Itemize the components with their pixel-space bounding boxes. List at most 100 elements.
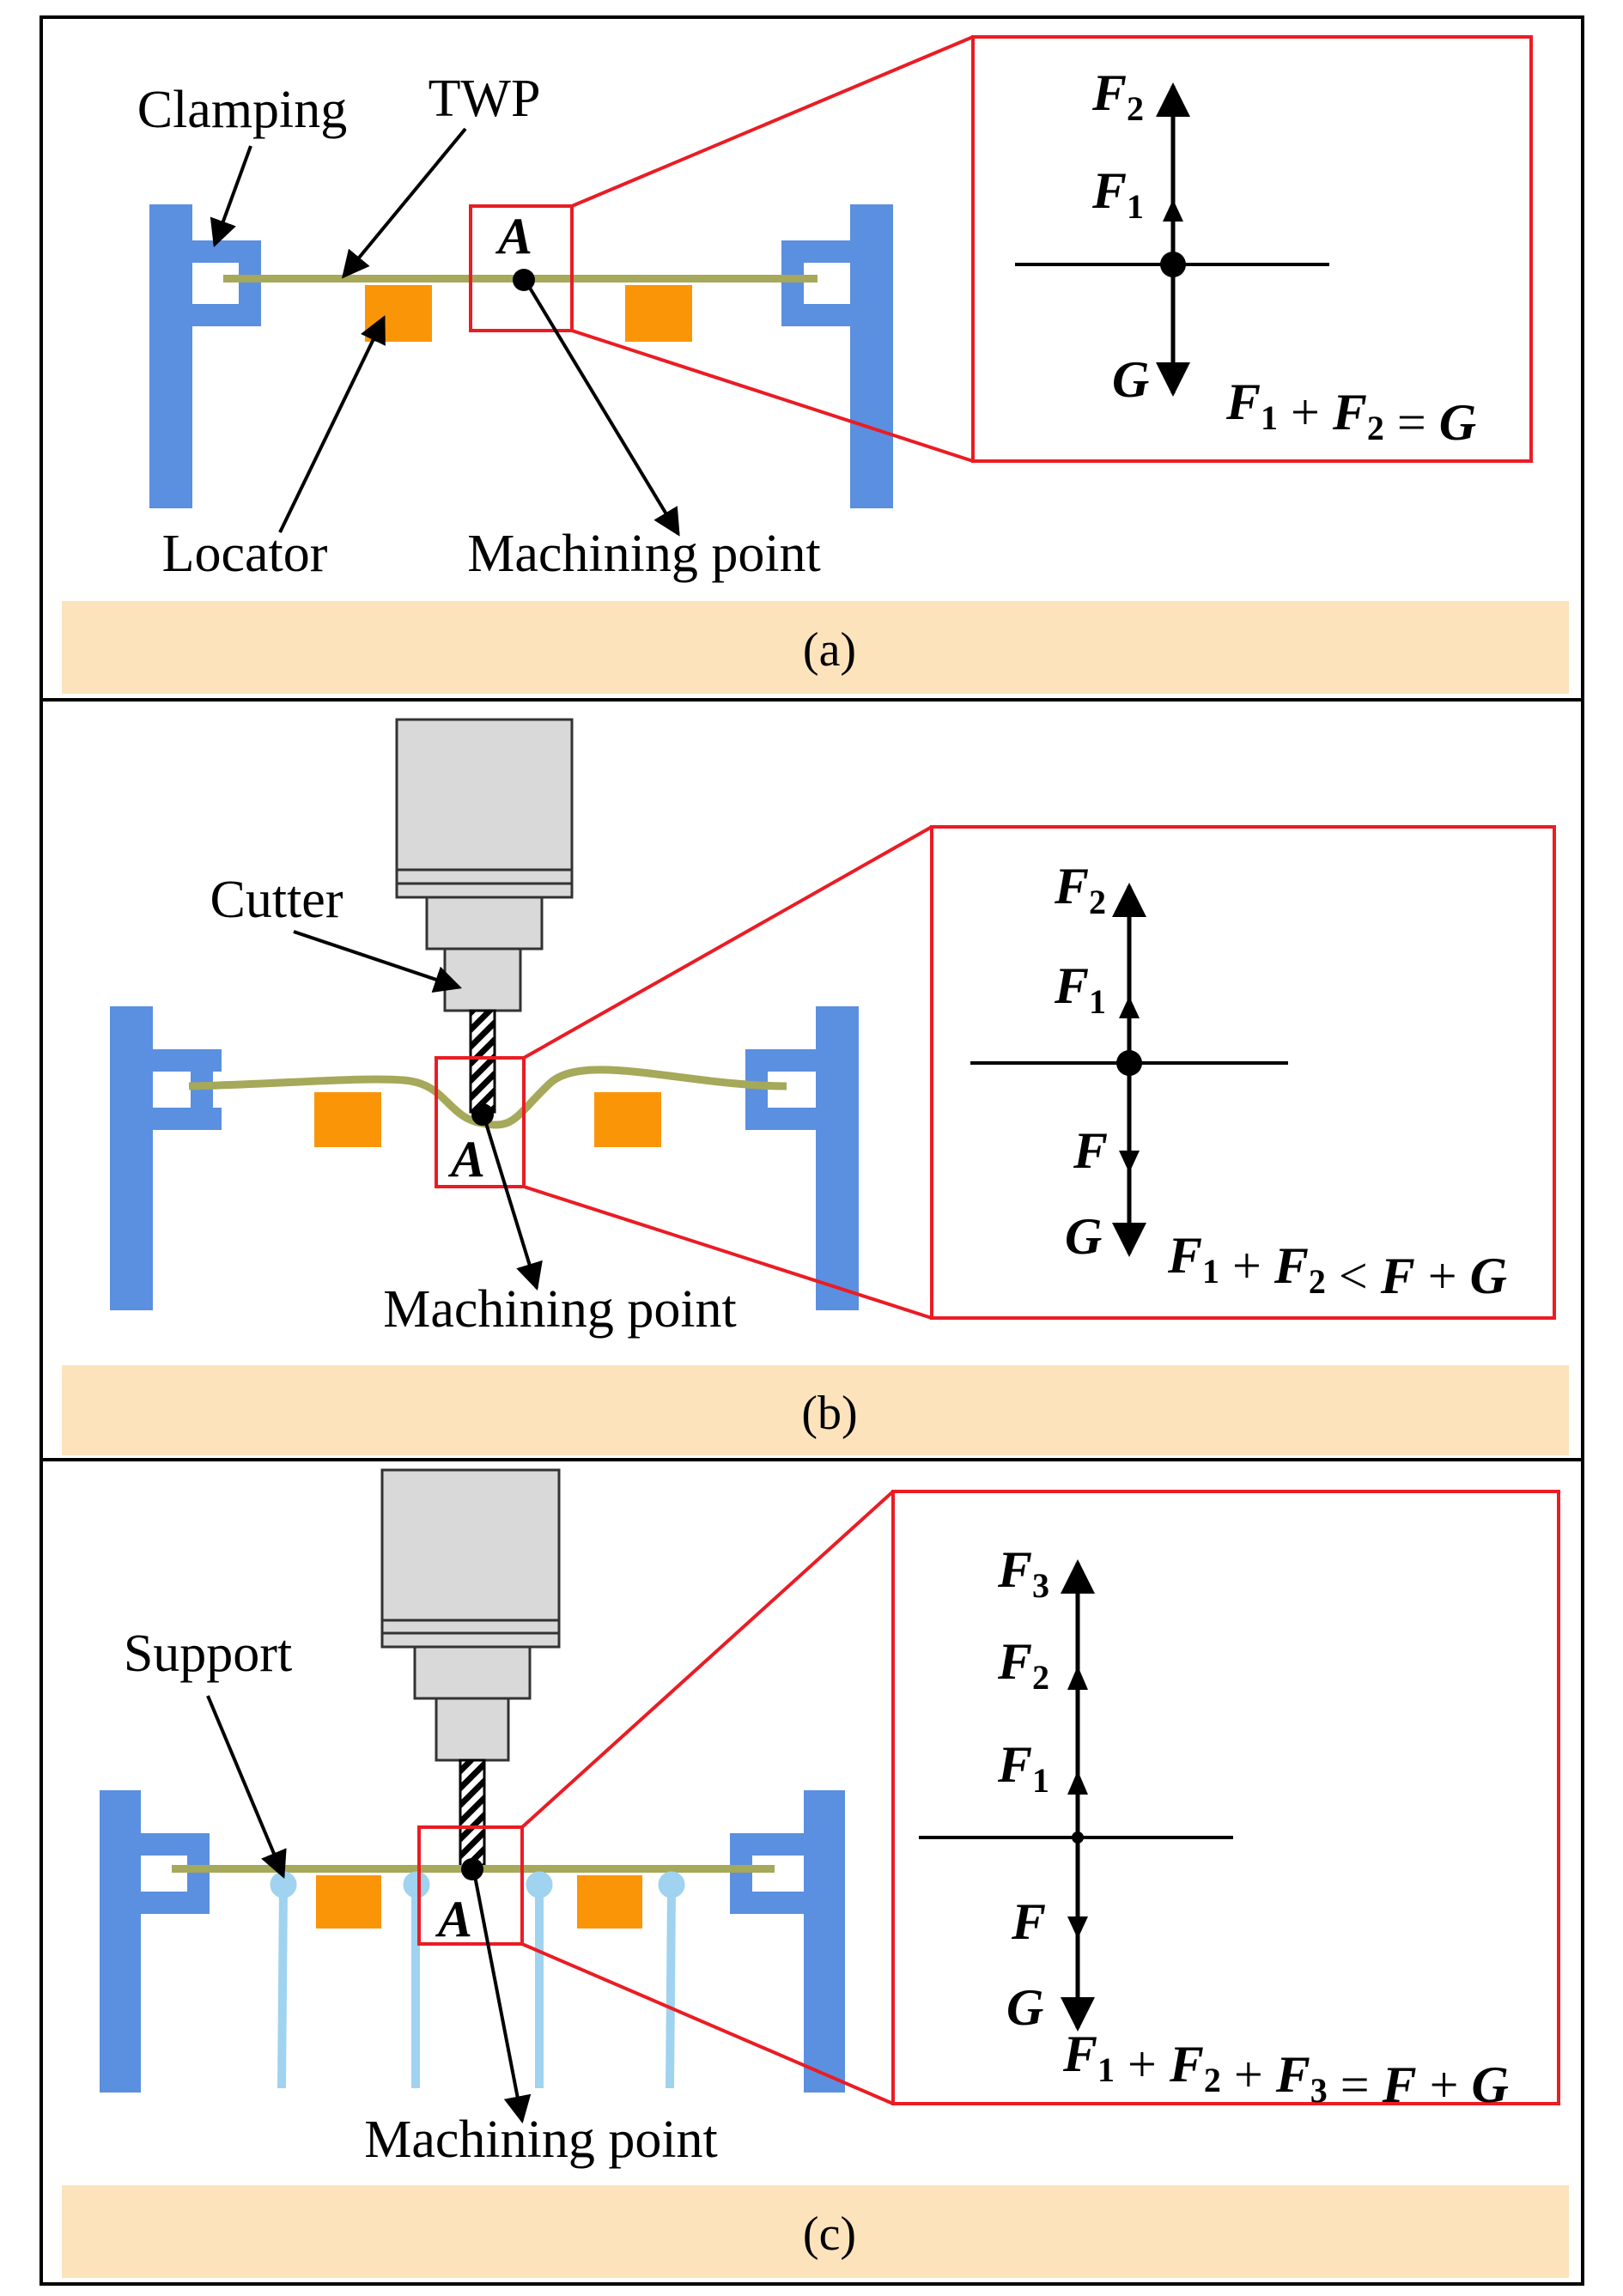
equation-symbol: F: [1332, 384, 1367, 440]
equation-symbol: F: [1225, 374, 1261, 430]
machining-point-dot-c: [461, 1858, 483, 1880]
force-label-F1-a: F1: [1091, 162, 1144, 226]
zoom-connector-top-a: [571, 35, 974, 208]
panel-b-caption: (b): [801, 1387, 857, 1440]
panel-a-caption: (a): [803, 623, 856, 677]
zoom-box-small-b: [435, 1056, 526, 1188]
equation-subscript: 2: [1367, 409, 1384, 447]
equation-b: F1 + F2 < F + G: [1167, 1227, 1507, 1304]
force-label-F2-b: F2: [1054, 858, 1106, 921]
panel-c: (c): [40, 1458, 1584, 2286]
panel-c-frame: [40, 1458, 1584, 2286]
point-label-c: A: [435, 1891, 472, 1947]
zoom-box-small-c: [417, 1825, 524, 1946]
equation-operator: =: [1328, 2056, 1383, 2113]
twp-label: TWP: [429, 70, 541, 128]
equation-operator: +: [1115, 2036, 1170, 2093]
support-leader: [206, 1695, 287, 1879]
force-label-G-c: G: [1006, 1979, 1043, 2036]
support-rod-4: [666, 1888, 676, 2089]
machining-point-leader-a: [526, 283, 680, 537]
force-arrow-F2-head-c: [1067, 1666, 1088, 1690]
clamping-label: Clamping: [137, 81, 348, 139]
locator-left-c: [316, 1875, 381, 1929]
equation-symbol: F: [1273, 1237, 1309, 1294]
equation-operator: <: [1326, 1248, 1381, 1304]
machining-point-label-b: Machining point: [383, 1280, 737, 1339]
equation-subscript: 2: [1309, 1262, 1326, 1301]
panel-a: (a) A Clamping TWP Lo: [40, 15, 1584, 702]
equation-operator: =: [1384, 394, 1439, 451]
clamp-left-c: [100, 1790, 210, 2093]
locator-right-c: [577, 1875, 642, 1929]
equation-operator: +: [1415, 1248, 1470, 1304]
clamp-left-b: [110, 1006, 222, 1310]
clamp-right: [781, 204, 893, 508]
twp-leader: [341, 127, 467, 279]
equation-symbol: G: [1439, 394, 1476, 451]
clamping-leader: [210, 145, 252, 248]
equation-subscript: 1: [1202, 1252, 1219, 1291]
clamp-left: [149, 204, 261, 508]
panel-c-caption-band: [62, 2185, 1569, 2278]
equation-operator: +: [1417, 2056, 1472, 2113]
equation-symbol: G: [1472, 2056, 1509, 2113]
support-rod-1: [277, 1888, 288, 2089]
panel-c-caption: (c): [803, 2208, 856, 2261]
equation-operator: +: [1221, 2046, 1276, 2103]
cutter-c: [459, 1758, 486, 1872]
spindle-c: [380, 1468, 561, 1762]
locator-label: Locator: [162, 525, 328, 583]
equation-c: F1 + F2 + F3 = F + G: [1062, 2026, 1509, 2113]
point-label-b: A: [447, 1131, 485, 1187]
zoom-connector-bottom-c: [521, 1942, 894, 2105]
force-arrow-F1-head-c: [1067, 1771, 1088, 1795]
machining-point-leader-b: [483, 1120, 543, 1291]
force-label-G-b: G: [1065, 1208, 1102, 1265]
zoom-box-large-a: [971, 35, 1533, 463]
zoom-box-large-c: [891, 1490, 1560, 2105]
force-label-F3-c: F3: [997, 1541, 1049, 1605]
force-label-F-b: F: [1073, 1122, 1108, 1179]
panel-b-caption-band: [62, 1365, 1569, 1455]
force-arrow-F1-head-a: [1163, 199, 1183, 222]
cutter-b: [469, 1009, 496, 1114]
force-label-F-c: F: [1011, 1893, 1046, 1950]
panel-a-caption-band: [62, 601, 1569, 694]
spindle-b: [395, 718, 574, 1012]
clamp-right-c: [730, 1790, 845, 2093]
force-arrow-F1-head-b: [1119, 996, 1140, 1018]
force-label-F2-c: F2: [997, 1633, 1049, 1697]
cutter-label: Cutter: [210, 871, 343, 929]
cutter-leader: [293, 930, 463, 993]
force-label-F1-b: F1: [1054, 957, 1106, 1021]
equation-subscript: 1: [1097, 2050, 1115, 2089]
equation-symbol: F: [1382, 2056, 1417, 2113]
machining-point-label-c: Machining point: [364, 2111, 718, 2169]
equation-symbol: F: [1062, 2026, 1097, 2082]
equation-a: F1 + F2 = G: [1225, 374, 1476, 451]
locator-right-b: [594, 1092, 661, 1147]
equation-symbol: F: [1380, 1248, 1415, 1304]
zoom-box-small-a: [469, 204, 574, 332]
zoom-connector-bottom-b: [523, 1185, 933, 1320]
zoom-connector-top-b: [523, 825, 933, 1060]
equation-symbol: G: [1470, 1248, 1507, 1304]
zoom-connector-bottom-a: [571, 329, 974, 463]
equation-symbol: F: [1169, 2036, 1204, 2093]
zoom-box-large-b: [930, 825, 1556, 1320]
machining-point-dot-b: [471, 1103, 494, 1126]
equation-subscript: 3: [1310, 2071, 1328, 2110]
force-label-F1-c: F1: [997, 1736, 1049, 1800]
machining-point-label-a: Machining point: [467, 525, 821, 583]
support-label: Support: [124, 1625, 292, 1683]
equation-operator: +: [1219, 1237, 1274, 1294]
locator-right: [625, 285, 692, 342]
equation-subscript: 2: [1204, 2061, 1221, 2099]
equation-operator: +: [1278, 384, 1333, 440]
force-label-F2-a: F2: [1091, 64, 1144, 128]
locator-leader: [278, 315, 386, 533]
panel-b: (b) A Cutter: [40, 698, 1584, 1461]
equation-symbol: F: [1275, 2046, 1310, 2103]
